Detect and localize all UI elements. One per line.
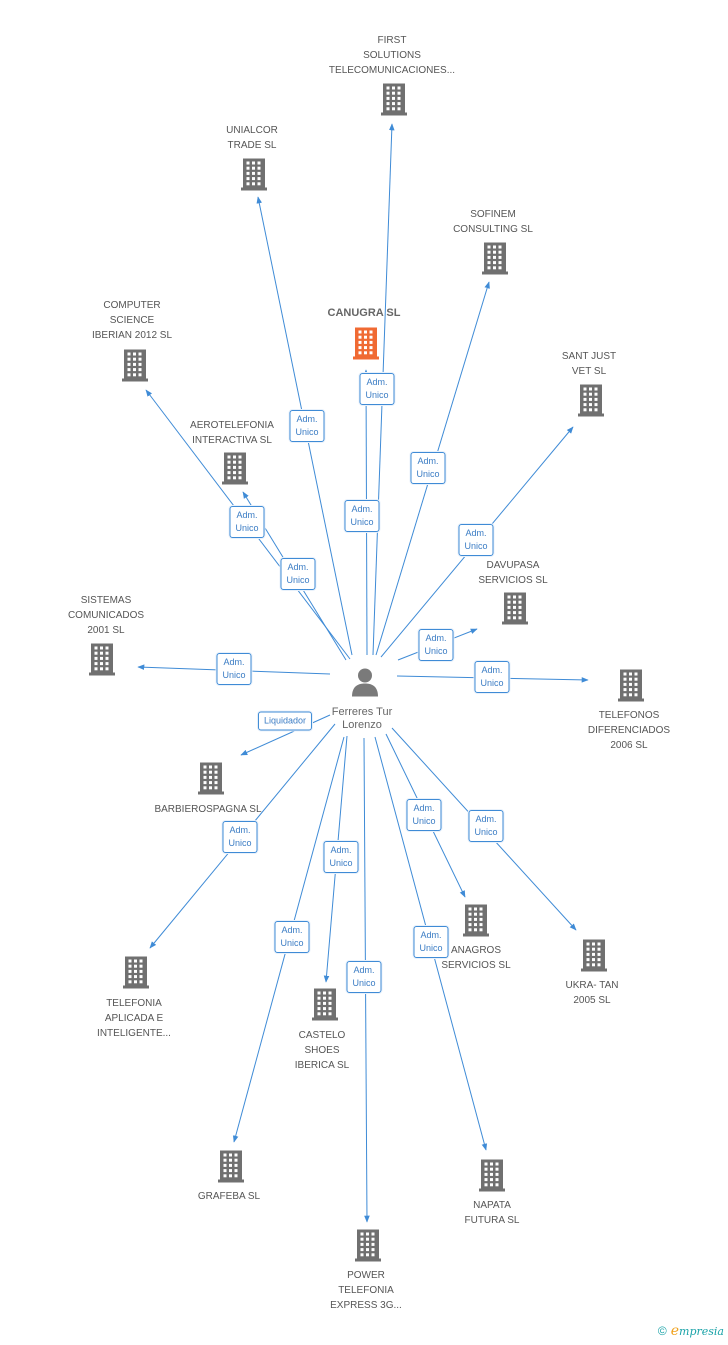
company-label-telefonia-aplicada[interactable]: TELEFONIA APLICADA E INTELIGENTE... — [97, 998, 171, 1039]
edge-barbierospagna — [240, 714, 331, 756]
role-badge-napata[interactable]: Adm. Unico — [413, 926, 449, 958]
company-label-barbierospagna[interactable]: BARBIEROSPAGNA SL — [154, 804, 262, 815]
company-label-first-solutions[interactable]: FIRST SOLUTIONS TELECOMUNICACIONES... — [328, 35, 456, 76]
company-label-anagros[interactable]: ANAGROS SERVICIOS SL — [441, 945, 511, 971]
role-badge-telefonos[interactable]: Adm. Unico — [474, 661, 510, 693]
role-badge-first-solutions[interactable]: Adm. Unico — [344, 500, 380, 532]
building-icon[interactable] — [310, 987, 340, 1026]
building-icon[interactable] — [500, 591, 530, 630]
company-label-napata[interactable]: NAPATA FUTURA SL — [464, 1200, 520, 1226]
company-label-davupasa[interactable]: DAVUPASA SERVICIOS SL — [478, 560, 548, 586]
person-icon[interactable] — [350, 667, 380, 702]
building-icon[interactable] — [196, 761, 226, 800]
role-badge-sofinem[interactable]: Adm. Unico — [410, 452, 446, 484]
building-icon[interactable] — [353, 1228, 383, 1267]
building-icon[interactable] — [579, 938, 609, 977]
building-icon[interactable] — [239, 157, 269, 196]
company-label-computer-science[interactable]: COMPUTER SCIENCE IBERIAN 2012 SL — [91, 300, 173, 341]
role-badge-power-telefonia[interactable]: Adm. Unico — [346, 961, 382, 993]
role-badge-computer-science[interactable]: Adm. Unico — [280, 558, 316, 590]
building-icon[interactable] — [477, 1158, 507, 1197]
company-label-ukra-tan[interactable]: UKRA- TAN 2005 SL — [565, 980, 619, 1006]
company-label-grafeba[interactable]: GRAFEBA SL — [197, 1191, 261, 1202]
company-label-unialcor[interactable]: UNIALCOR TRADE SL — [226, 125, 278, 151]
role-badge-canugra[interactable]: Adm. Unico — [359, 373, 395, 405]
company-label-power-telefonia[interactable]: POWER TELEFONIA EXPRESS 3G... — [330, 1270, 402, 1311]
role-badge-ukra-tan[interactable]: Adm. Unico — [468, 810, 504, 842]
company-label-canugra[interactable]: CANUGRA SL — [327, 307, 401, 319]
building-icon[interactable] — [121, 955, 151, 994]
building-icon[interactable] — [120, 348, 150, 387]
company-label-sistemas[interactable]: SISTEMAS COMUNICADOS 2001 SL — [67, 595, 145, 636]
building-icon[interactable] — [576, 383, 606, 422]
focal-building-icon[interactable] — [351, 326, 381, 365]
building-icon[interactable] — [220, 451, 250, 490]
footer-brand[interactable]: ©empresia — [658, 1323, 724, 1339]
building-icon[interactable] — [616, 668, 646, 707]
role-badge-anagros[interactable]: Adm. Unico — [406, 799, 442, 831]
building-icon[interactable] — [461, 903, 491, 942]
building-icon[interactable] — [216, 1149, 246, 1188]
role-badge-telefonia-aplicada[interactable]: Adm. Unico — [222, 821, 258, 853]
building-icon[interactable] — [480, 241, 510, 280]
role-badge-aerotelefonia[interactable]: Adm. Unico — [229, 506, 265, 538]
company-label-castelo[interactable]: CASTELO SHOES IBERICA SL — [294, 1030, 350, 1071]
role-badge-grafeba[interactable]: Adm. Unico — [274, 921, 310, 953]
building-icon[interactable] — [87, 642, 117, 681]
copyright-symbol: © — [657, 1324, 667, 1338]
company-label-sant-just[interactable]: SANT JUST VET SL — [561, 351, 617, 377]
person-name[interactable]: Ferreres Tur Lorenzo — [331, 706, 393, 731]
company-label-aerotelefonia[interactable]: AEROTELEFONIA INTERACTIVA SL — [190, 420, 274, 446]
role-badge-barbierospagna[interactable]: Liquidador — [257, 711, 313, 731]
brand-logo-initial: e — [670, 1323, 680, 1339]
brand-logo-text: mpresia — [679, 1325, 724, 1338]
role-badge-davupasa[interactable]: Adm. Unico — [418, 629, 454, 661]
building-icon[interactable] — [379, 82, 409, 121]
role-badge-sistemas[interactable]: Adm. Unico — [216, 653, 252, 685]
role-badge-sant-just[interactable]: Adm. Unico — [458, 524, 494, 556]
role-badge-unialcor[interactable]: Adm. Unico — [289, 410, 325, 442]
company-label-telefonos[interactable]: TELEFONOS DIFERENCIADOS 2006 SL — [587, 710, 671, 751]
role-badge-castelo[interactable]: Adm. Unico — [323, 841, 359, 873]
company-label-sofinem[interactable]: SOFINEM CONSULTING SL — [453, 209, 533, 235]
